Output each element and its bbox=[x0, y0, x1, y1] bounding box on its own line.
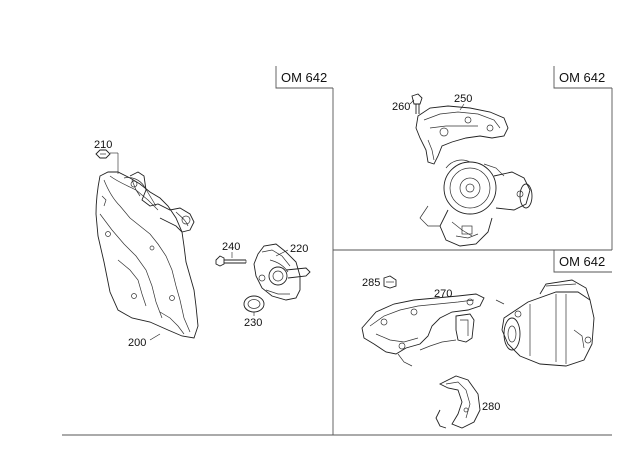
top-right-callouts: 260 250 bbox=[392, 93, 472, 113]
label-260: 260 bbox=[392, 101, 410, 113]
engine-label-top-right: OM 642 bbox=[559, 70, 605, 85]
label-270: 270 bbox=[434, 288, 452, 300]
engine-label-bottom-right: OM 642 bbox=[559, 254, 605, 269]
label-250: 250 bbox=[454, 93, 472, 105]
turbocharger-drawing bbox=[419, 159, 533, 247]
part-285-bolt-drawing bbox=[383, 275, 397, 289]
part-220-bracket-drawing bbox=[253, 243, 311, 301]
label-220: 220 bbox=[290, 243, 308, 255]
starter-motor-drawing bbox=[495, 279, 595, 367]
part-240-bolt-drawing bbox=[215, 255, 247, 267]
left-callouts: 210 240 220 230 200 bbox=[94, 139, 308, 349]
part-250-heat-shield-drawing bbox=[415, 105, 509, 165]
panel-frames bbox=[62, 66, 613, 436]
bottom-right-callouts: 285 270 280 bbox=[362, 277, 500, 413]
part-230-seal-drawing bbox=[243, 295, 265, 313]
label-285: 285 bbox=[362, 277, 380, 289]
part-280-strap-drawing bbox=[435, 375, 481, 429]
part-270-bracket-drawing bbox=[361, 293, 485, 367]
label-240: 240 bbox=[222, 241, 240, 253]
label-210: 210 bbox=[94, 139, 112, 151]
label-230: 230 bbox=[244, 317, 262, 329]
label-200: 200 bbox=[128, 337, 146, 349]
label-280: 280 bbox=[482, 401, 500, 413]
part-200-drawing bbox=[95, 171, 199, 339]
part-210-bolt-drawing bbox=[95, 149, 119, 174]
engine-label-left: OM 642 bbox=[281, 70, 327, 85]
part-260-bolt-drawing bbox=[411, 93, 423, 114]
